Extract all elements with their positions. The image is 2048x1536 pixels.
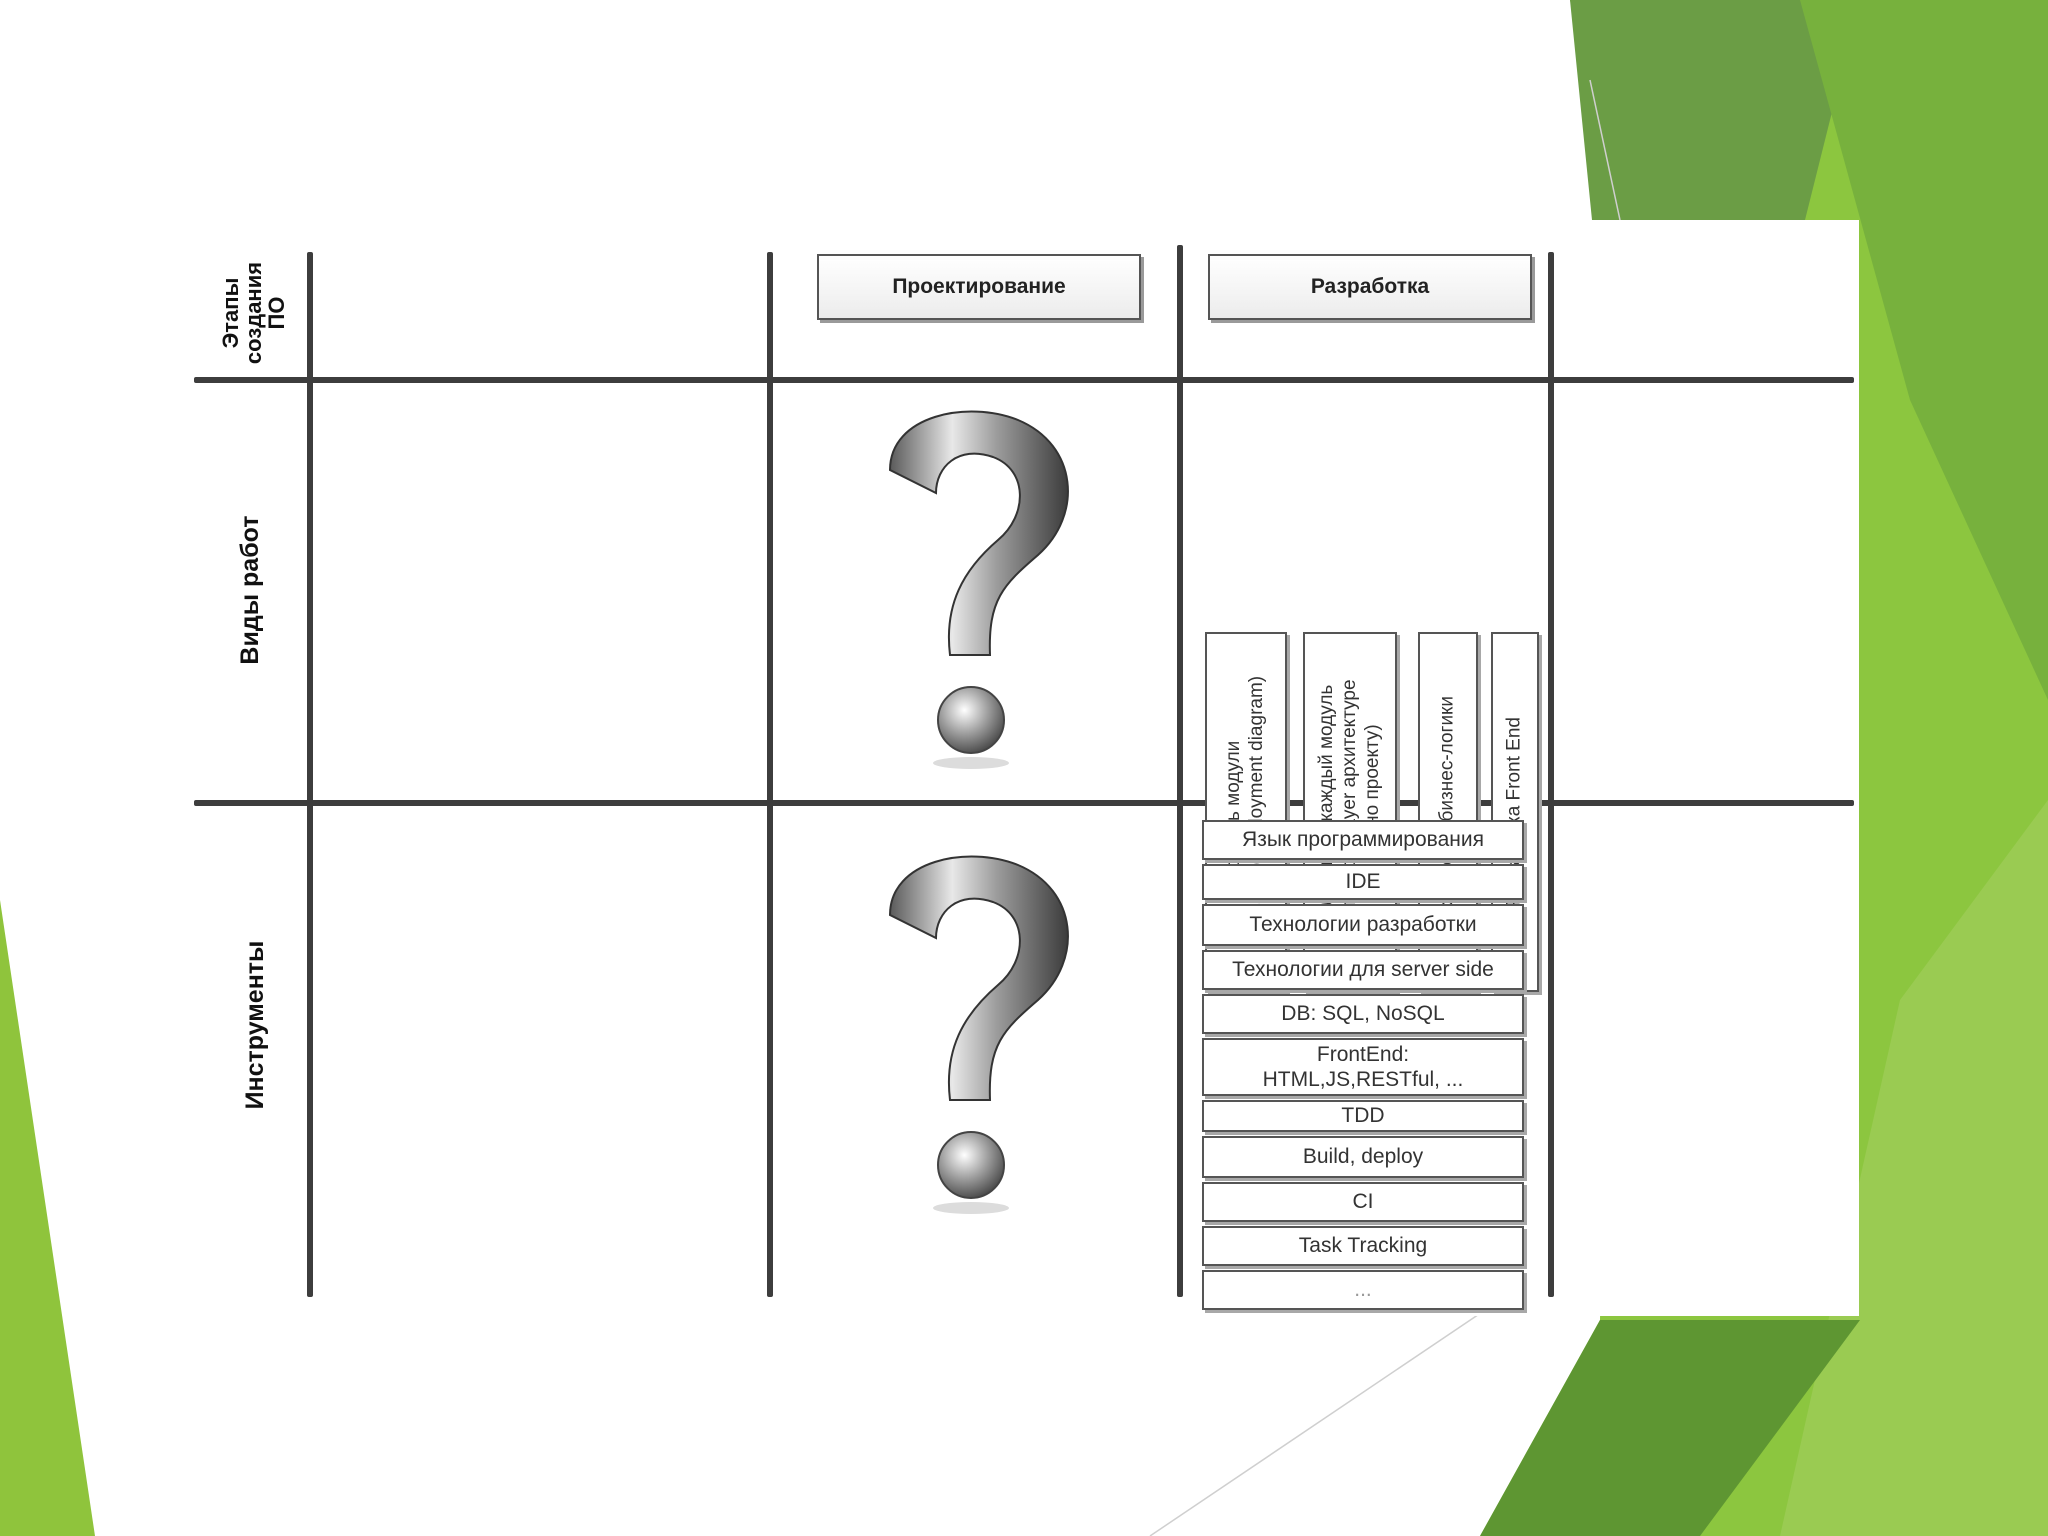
- grid-vline-4: [1548, 252, 1554, 1297]
- diagram-panel: Этапы создания ПО Виды работ Инструменты…: [170, 220, 1859, 1316]
- stage-design: Проектирование: [817, 254, 1141, 320]
- grid-vline-1: [307, 252, 313, 1297]
- tool-item: DB: SQL, NoSQL: [1202, 994, 1524, 1034]
- tool-item: Build, deploy: [1202, 1136, 1524, 1178]
- row-label-work-types: Виды работ: [236, 515, 264, 665]
- grid-vline-2: [767, 252, 773, 1297]
- grid-vline-3: [1177, 245, 1183, 1297]
- question-mark-icon: [888, 855, 1069, 1214]
- grid-hline-1: [194, 377, 1854, 383]
- question-mark-icon: [888, 410, 1069, 769]
- row-label-tools: Инструменты: [241, 940, 269, 1110]
- tool-item: TDD: [1202, 1100, 1524, 1132]
- stage-development: Разработка: [1208, 254, 1532, 320]
- tool-item: ...: [1202, 1270, 1524, 1310]
- tool-item: Технологии для server side: [1202, 950, 1524, 990]
- tool-item: Язык программирования: [1202, 820, 1524, 860]
- tool-item: Технологии разработки: [1202, 904, 1524, 946]
- row-label-stages: Этапы создания ПО: [218, 261, 290, 365]
- grid-hline-2: [194, 800, 1854, 806]
- tool-item: IDE: [1202, 864, 1524, 900]
- tool-item: FrontEnd: HTML,JS,RESTful, ...: [1202, 1038, 1524, 1096]
- tool-item: CI: [1202, 1182, 1524, 1222]
- tool-item: Task Tracking: [1202, 1226, 1524, 1266]
